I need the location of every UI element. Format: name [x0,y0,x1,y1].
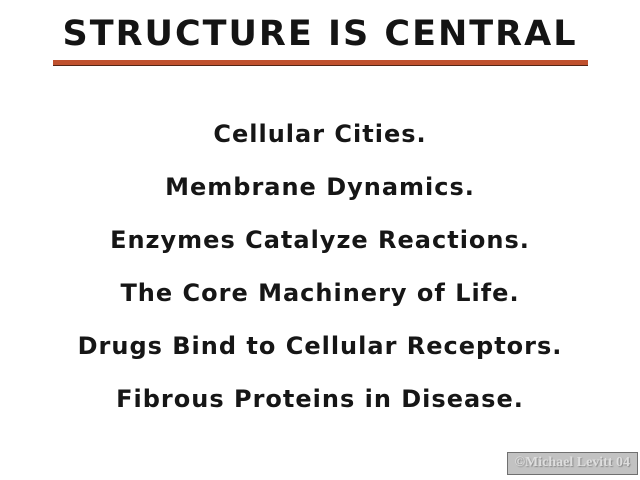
slide-body: Cellular Cities. Membrane Dynamics. Enzy… [0,107,640,425]
title-row: STRUCTURE IS CENTRAL [0,14,640,65]
text-line-enzymes-catalyze: Enzymes Catalyze Reactions. [110,225,530,254]
text-line-cellular-cities: Cellular Cities. [213,119,427,148]
text-line-core-machinery: The Core Machinery of Life. [120,278,520,307]
text-line-membrane-dynamics: Membrane Dynamics. [165,172,475,201]
text-line-fibrous-proteins: Fibrous Proteins in Disease. [116,384,524,413]
page-title: STRUCTURE IS CENTRAL [52,14,588,65]
text-line-drugs-bind: Drugs Bind to Cellular Receptors. [77,331,563,360]
watermark-badge: ©Michael Levitt 04 [506,452,638,475]
